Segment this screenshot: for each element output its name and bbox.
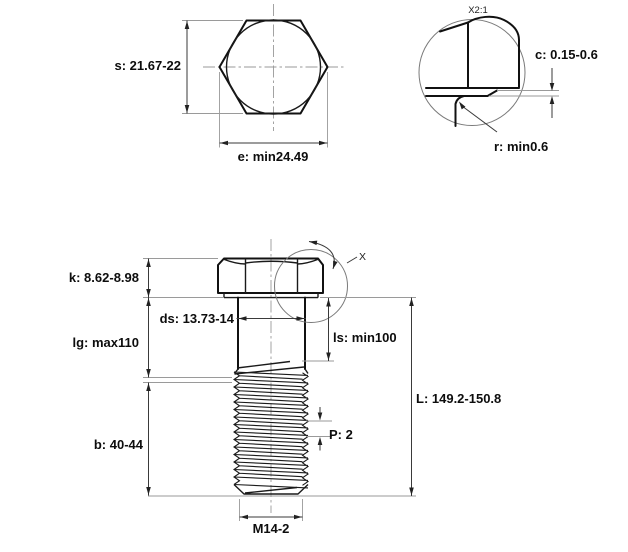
dimension-ds-label: ds: 13.73-14 [160,311,235,326]
underhead-fillet [454,95,465,127]
washer-face [223,293,319,299]
dimension-l: L: 149.2-150.8 [409,297,501,496]
dimension-b: b: 40-44 [94,382,151,496]
dimension-c: c: 0.15-0.6 [489,47,598,118]
head-facet-edge [439,21,469,33]
dimension-r: r: min0.6 [459,101,548,154]
inscribed-circle [225,19,322,115]
dimension-k: k: 8.62-8.98 [69,258,151,298]
bolt-head-facet-lines [244,258,299,293]
extension-lines [143,258,416,497]
detail-marker-label: X [359,251,366,263]
dimension-s: s: 21.67-22 [115,20,243,114]
detail-boundary-circle [418,19,526,126]
dimension-b-label: b: 40-44 [94,437,144,452]
tip-chamfer [233,483,309,495]
hex-head-top-view: s: 21.67-22 e: min24.49 [115,4,344,164]
dimension-p-label: P: 2 [329,427,353,442]
dimension-ls: ls: min100 [326,298,397,361]
thread-spec-label: M14-2 [253,521,290,536]
dimension-lg-label: lg: max110 [73,335,140,350]
dimension-l-label: L: 149.2-150.8 [416,391,501,406]
bolt-head-outline [217,257,324,294]
detail-view-x: X2:1 c: 0.15-0.6 r: min0.6 [418,5,598,154]
dimension-p: P: 2 [306,407,353,451]
hexagon-outline [218,19,329,115]
bolt-head-facet-arcs [222,258,320,265]
thread-profile [233,371,309,489]
dimension-r-label: r: min0.6 [494,139,548,154]
dimension-ls-label: ls: min100 [333,330,397,345]
dimension-e: e: min24.49 [219,72,328,164]
shank-edges [237,296,306,370]
detail-callout-circle [274,249,348,323]
head-dome-profile [467,15,520,88]
dimension-s-label: s: 21.67-22 [115,58,182,73]
washer-face-profile [425,89,498,97]
dimension-k-label: k: 8.62-8.98 [69,270,139,285]
dimension-c-label: c: 0.15-0.6 [535,47,598,62]
bolt-front-view: X k: 8.62-8.98 ds: 13.73-14 lg: max110 [69,239,501,536]
detail-marker-leader [346,256,358,264]
detail-scale-label: X2:1 [468,5,488,16]
dimension-lg: lg: max110 [73,297,151,378]
dimension-ds: ds: 13.73-14 [160,311,306,326]
dimension-e-label: e: min24.49 [238,149,309,164]
dimension-thread-spec: M14-2 [239,499,303,536]
